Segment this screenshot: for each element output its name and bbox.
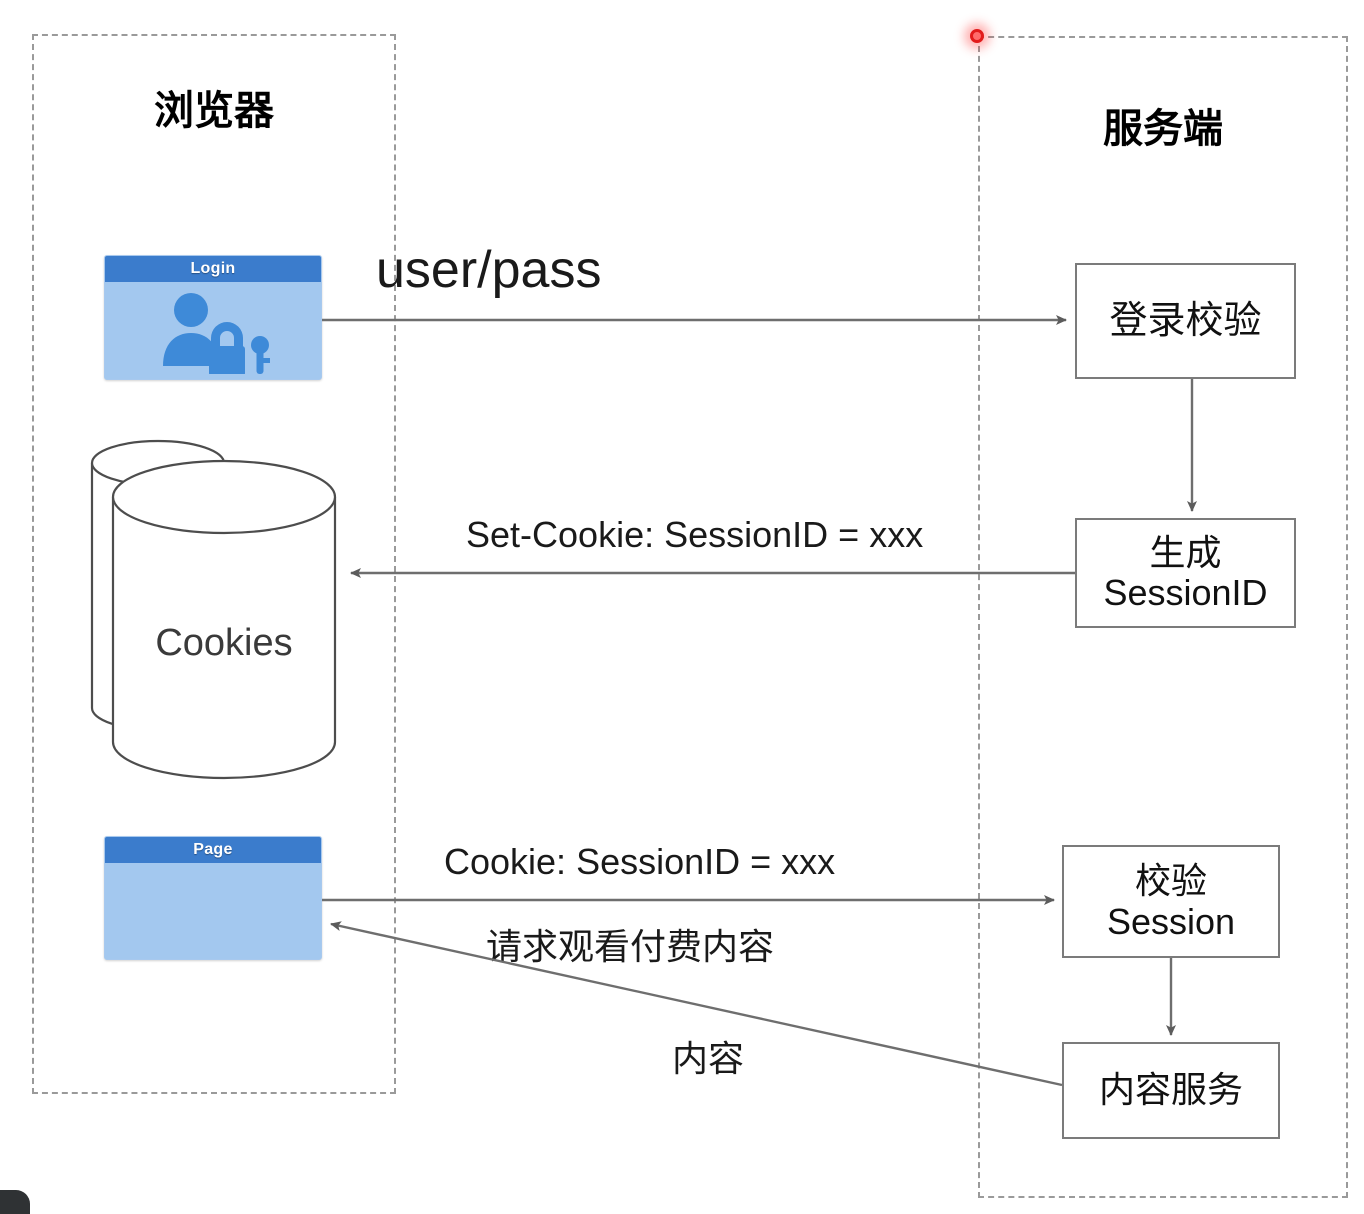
login-window-titlebar: Login <box>105 256 321 282</box>
connection-handle-dot[interactable] <box>970 29 984 43</box>
verify-session-box[interactable]: 校验 Session <box>1062 845 1280 958</box>
login-window-title-label: Login <box>190 260 236 277</box>
gen-session-box[interactable]: 生成 SessionID <box>1075 518 1296 628</box>
lane-browser-title: 浏览器 <box>154 89 274 133</box>
login-check-box[interactable]: 登录校验 <box>1075 263 1296 379</box>
login-window[interactable]: Login <box>104 255 322 380</box>
edge-label-cookie-request: Cookie: SessionID = xxx <box>444 841 836 882</box>
content-service-box[interactable]: 内容服务 <box>1062 1042 1280 1139</box>
page-window[interactable]: Page <box>104 836 322 960</box>
bottom-left-corner-chip <box>0 1190 30 1214</box>
lane-browser[interactable] <box>32 34 396 1094</box>
cookies-datastore-label: Cookies <box>155 622 293 664</box>
edge-label-content-response: 内容 <box>672 1038 745 1079</box>
edge-label-set-cookie: Set-Cookie: SessionID = xxx <box>466 514 924 555</box>
edge-label-login-request: user/pass <box>376 241 602 299</box>
page-window-title-label: Page <box>193 841 233 858</box>
lane-server[interactable] <box>978 36 1348 1198</box>
page-window-titlebar: Page <box>105 837 321 863</box>
login-window-body <box>105 282 321 379</box>
edge-label-paid-content-request: 请求观看付费内容 <box>486 926 775 967</box>
lane-server-title: 服务端 <box>1103 107 1223 151</box>
lock-with-key-icon <box>209 321 270 374</box>
login-window-icons <box>163 292 270 374</box>
page-window-body <box>105 863 321 959</box>
user-icon <box>163 292 219 366</box>
